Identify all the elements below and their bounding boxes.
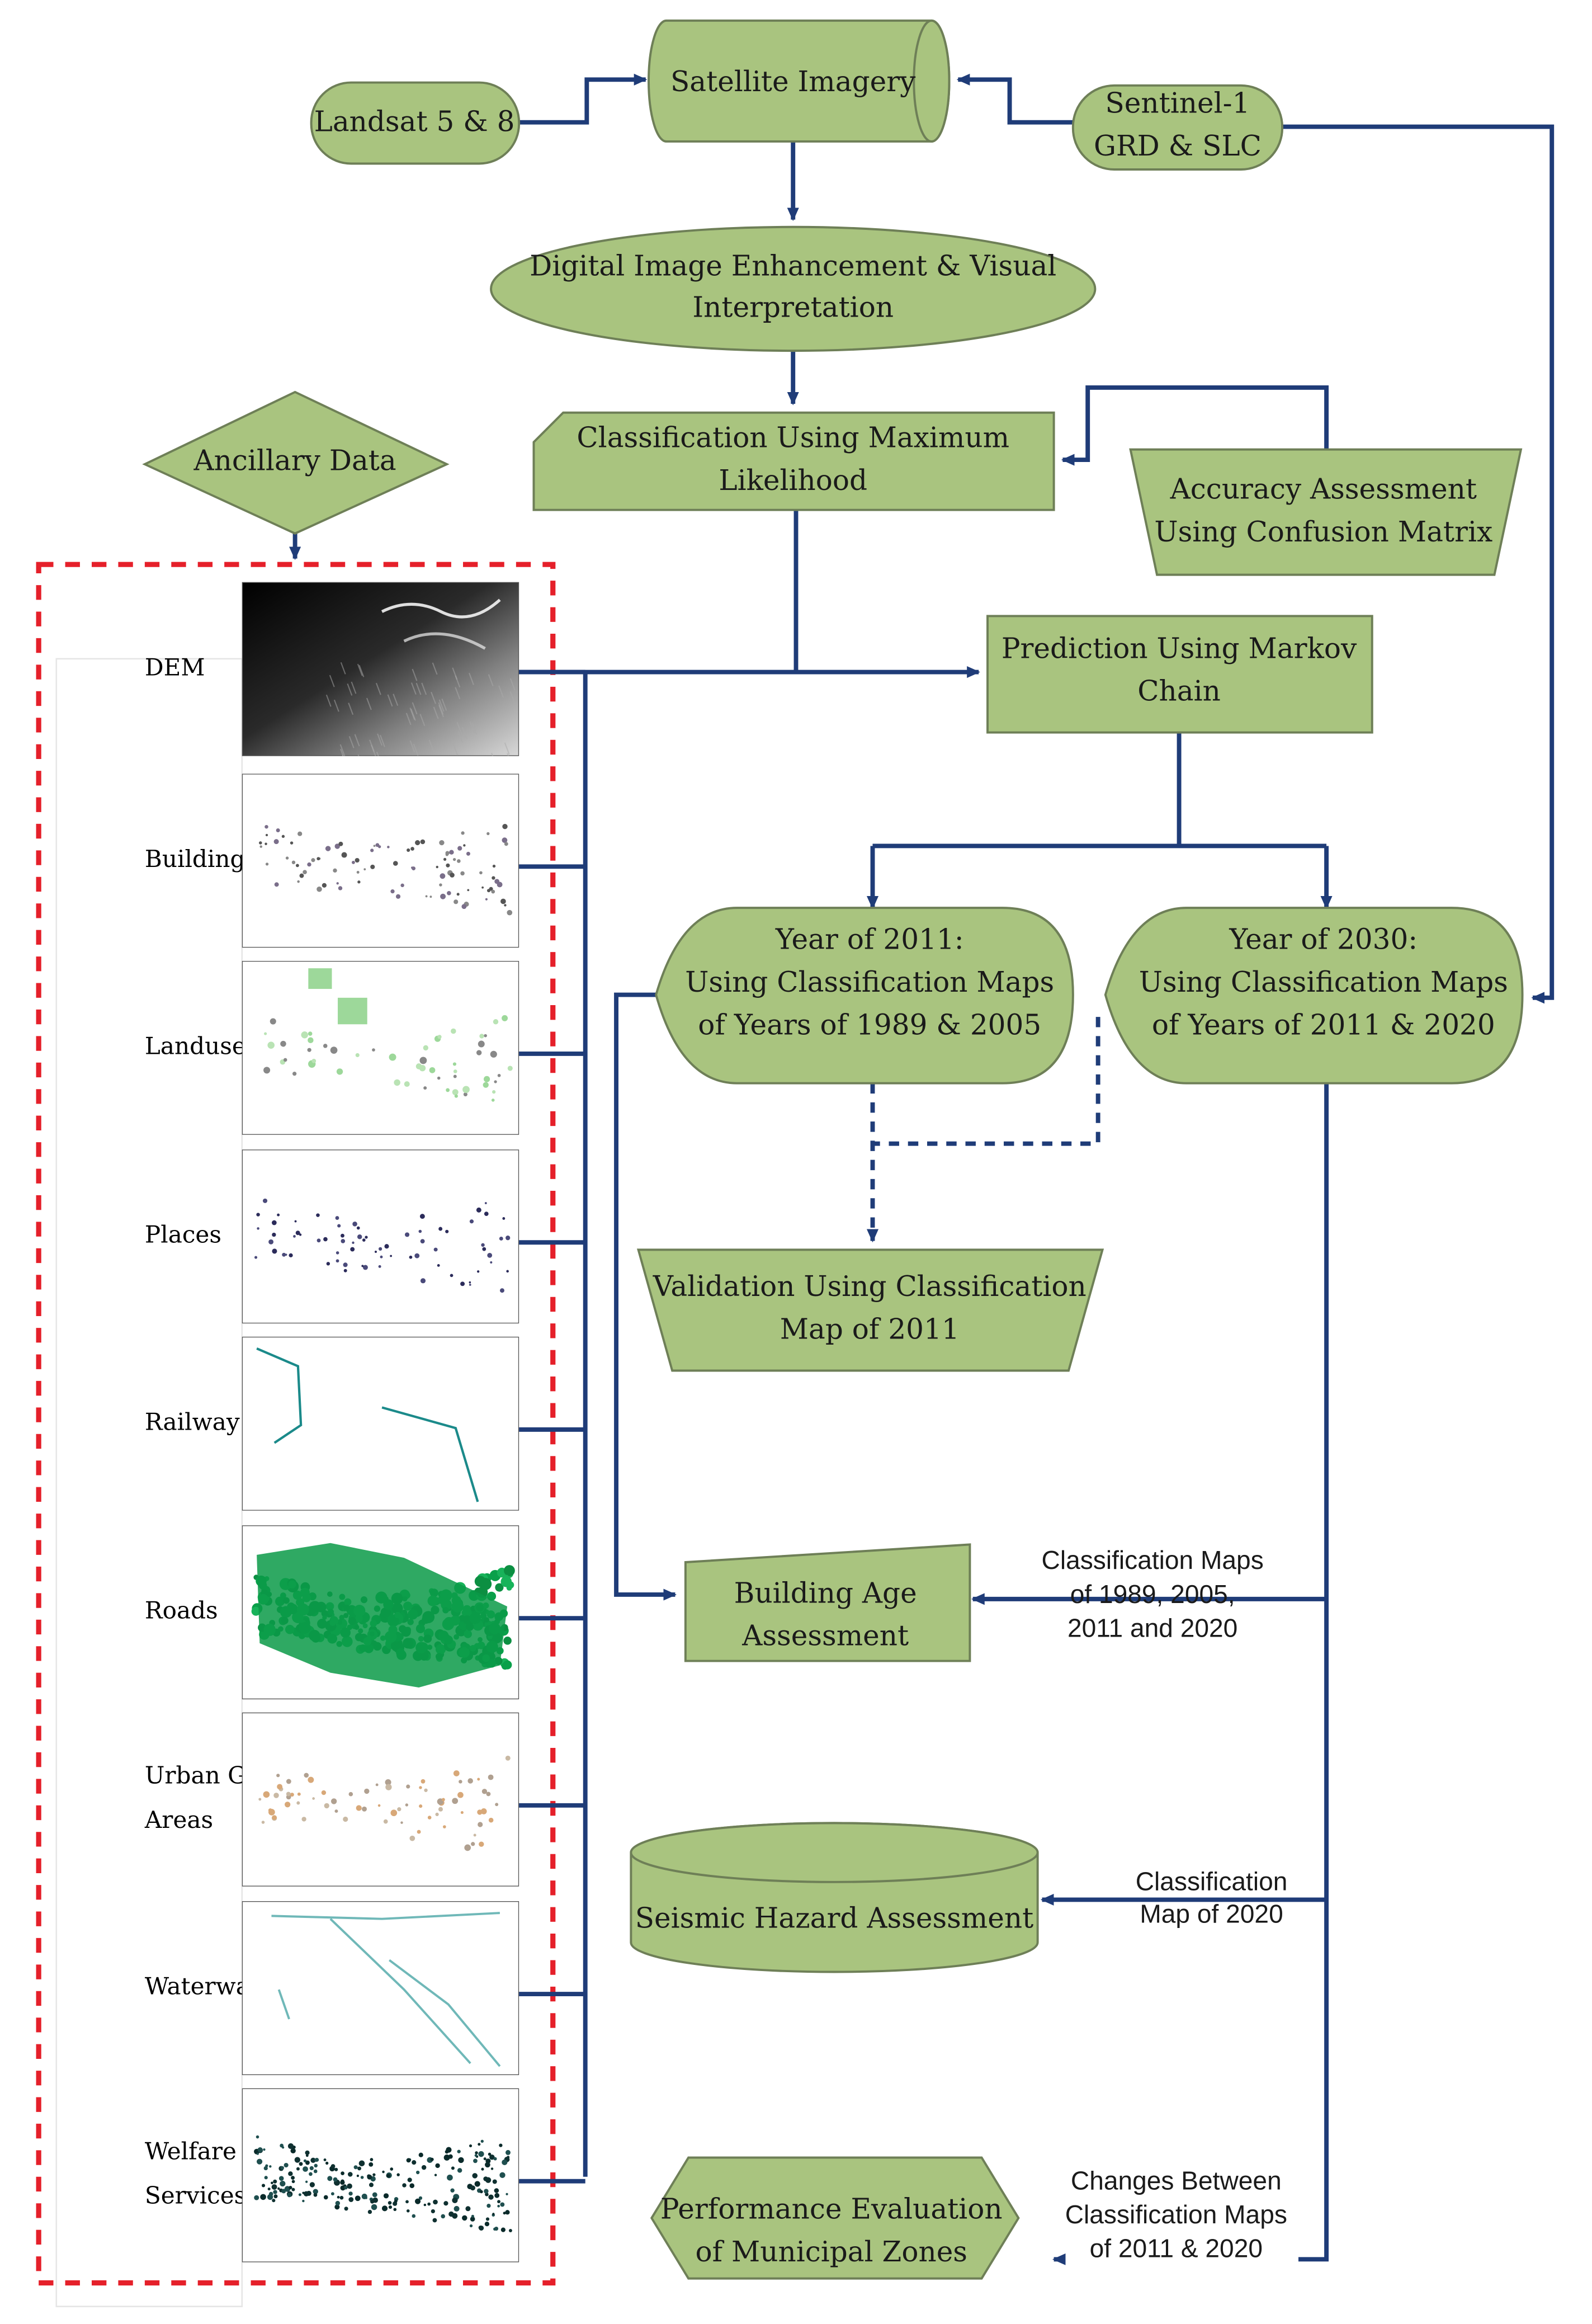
validation-node[interactable] (636, 1248, 1104, 1372)
satellite-imagery-node[interactable] (648, 19, 951, 143)
seismic-hazard-label: Seismic Hazard Assessment (635, 1902, 1033, 1934)
layer-label-railway: Railway (145, 1408, 240, 1435)
layer-label-buildings: Buildings (145, 845, 257, 873)
edge-landsat-to-satellite (519, 73, 648, 125)
enhancement-node[interactable] (490, 225, 1097, 352)
layer-label-places: Places (145, 1221, 221, 1248)
edge-sentinel-to-satellite (956, 73, 1073, 125)
edge-year2011-to-building-age (614, 992, 677, 1601)
layer-label-dem: DEM (145, 653, 205, 681)
year2030-node[interactable] (1104, 907, 1524, 1085)
seismic-hazard-node[interactable] (630, 1822, 1039, 1973)
layer-label-roads: Roads (145, 1597, 218, 1624)
dem-thumbnail (242, 582, 519, 756)
satellite-imagery-label: Satellite Imagery (670, 65, 916, 98)
places-thumbnail (242, 1149, 519, 1324)
waterway-thumbnail (242, 1901, 519, 2075)
accuracy-assessment-node[interactable] (1129, 448, 1523, 576)
edge-year2030-bus (1298, 1083, 1329, 2262)
markov-prediction-node[interactable] (986, 615, 1373, 734)
ancillary-layers-label-column (55, 658, 243, 2307)
landsat-node[interactable] (310, 81, 521, 165)
landuse-thumbnail (242, 960, 519, 1135)
building-age-node[interactable] (684, 1543, 971, 1662)
edge-sentinel-to-year2030 (1282, 124, 1555, 1004)
roads-thumbnail (242, 1525, 519, 1700)
layer-label-landuse: Landuse (145, 1032, 246, 1059)
urban-green-thumbnail (242, 1712, 519, 1887)
edge-year2030-to-validation (872, 1017, 1100, 1146)
ancillary-data-label: Ancillary Data (193, 444, 396, 477)
ancillary-data-node[interactable] (142, 390, 450, 535)
sentinel-node[interactable] (1071, 84, 1284, 171)
welfare-thumbnail (242, 2088, 519, 2262)
buildings-thumbnail (242, 774, 519, 948)
year2011-node[interactable] (655, 907, 1074, 1085)
landsat-label: Landsat 5 & 8 (314, 105, 515, 138)
performance-evaluation-node[interactable] (650, 2156, 1020, 2280)
classification-node[interactable] (532, 411, 1055, 511)
edge-accuracy-to-classification (1061, 385, 1329, 466)
railway-thumbnail (242, 1336, 519, 1511)
